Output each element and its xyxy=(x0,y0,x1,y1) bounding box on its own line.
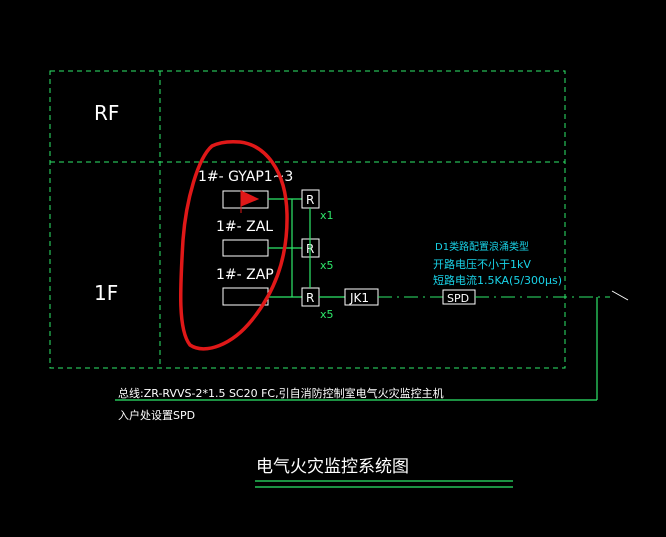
floor-label-1f: 1F xyxy=(94,281,118,305)
panel-box-zal xyxy=(222,239,269,257)
open-switch xyxy=(611,290,629,301)
panel-box-zap xyxy=(222,287,269,306)
floor-label-rf: RF xyxy=(94,101,119,125)
junction-label: JK1 xyxy=(349,291,369,305)
highlight-loop xyxy=(178,140,289,351)
multiplier-3: x5 xyxy=(320,308,334,321)
floor-frame xyxy=(49,70,566,369)
spd-note-3: 短路电流1.5KA(5/300µs) xyxy=(433,273,562,287)
spd-note-1: D1类路配置浪涌类型 xyxy=(435,240,529,253)
spd-note-2: 开路电压不小于1kV xyxy=(433,258,531,271)
module-r-1-label: R xyxy=(306,193,314,207)
panel-label-zap: 1#- ZAP xyxy=(216,267,274,283)
bus-return-line xyxy=(115,297,598,401)
bus-note: 总线:ZR-RVVS-2*1.5 SC20 FC,引自消防控制室电气火灾监控主机 xyxy=(118,386,444,400)
panel-label-zal: 1#- ZAL xyxy=(216,219,273,235)
multiplier-1: x1 xyxy=(320,209,334,222)
module-r-3-label: R xyxy=(306,291,314,305)
flag-icon xyxy=(240,190,260,213)
panel-label-gyap: 1#- GYAP1~3 xyxy=(198,169,293,185)
diagram-title: 电气火灾监控系统图 xyxy=(256,457,409,477)
spd-label: SPD xyxy=(447,292,469,305)
entry-note: 入户处设置SPD xyxy=(118,408,195,422)
multiplier-2: x5 xyxy=(320,259,334,272)
